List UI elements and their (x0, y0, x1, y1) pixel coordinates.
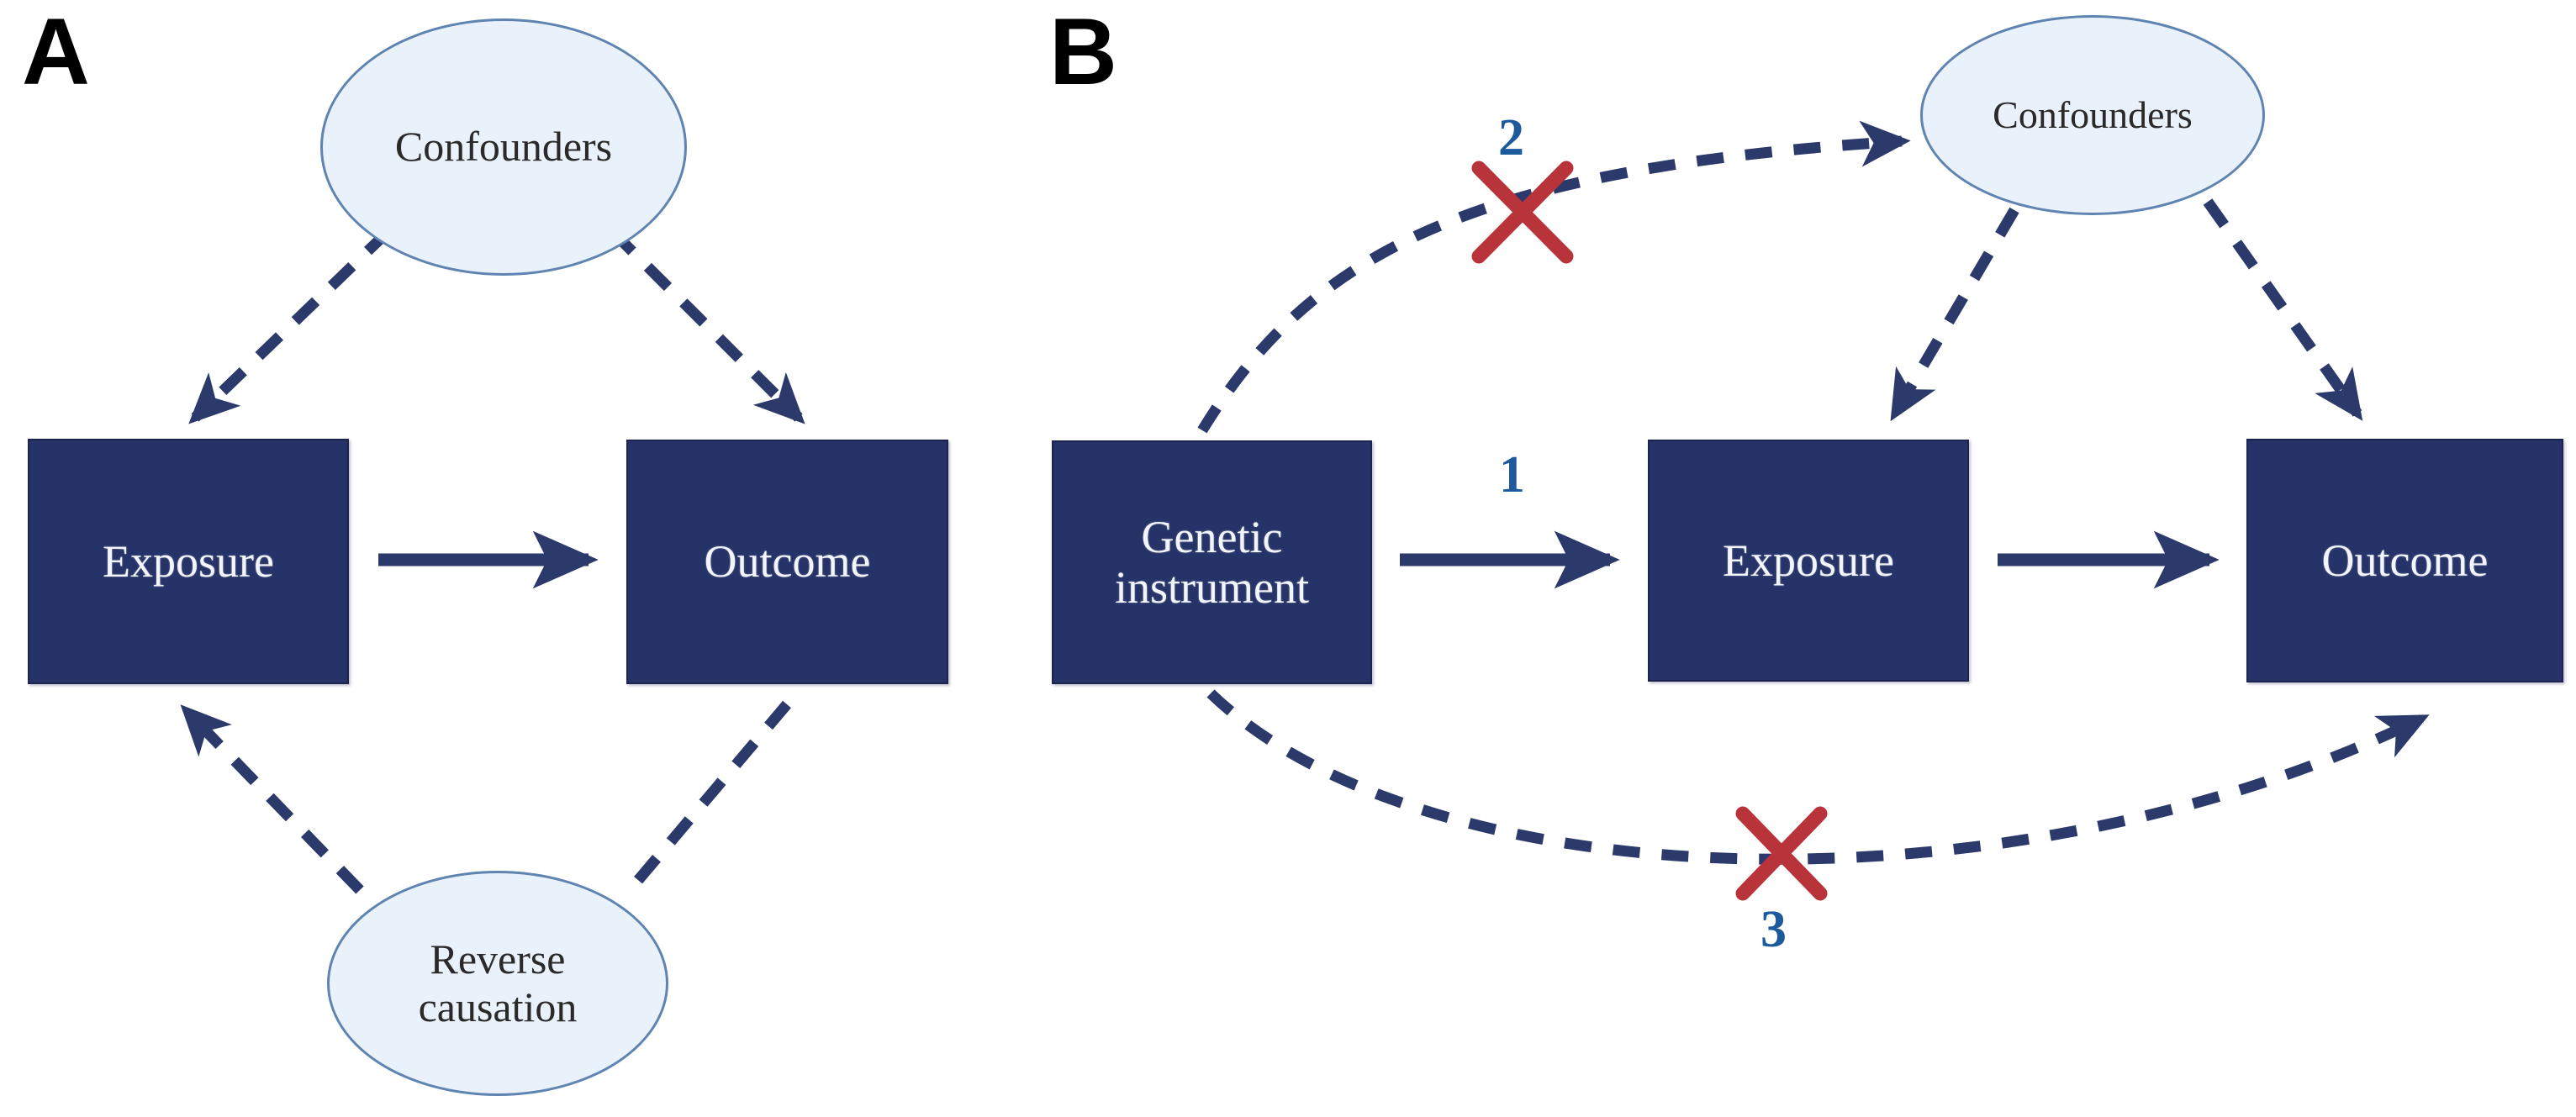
node-confounders-a: Confounders (320, 18, 687, 276)
assumption-number-3: 3 (1760, 901, 1787, 958)
panel-b-letter: B (1049, 0, 1117, 104)
edge-b-confounders-to-outcome (2203, 198, 2363, 421)
assumption-number-1: 1 (1499, 446, 1525, 503)
edge-a-confounders-to-outcome (608, 227, 805, 424)
blocked-cross-3-icon (1735, 806, 1828, 901)
edge-b-instrument-to-confounders (1197, 120, 1911, 434)
blocked-cross-2-icon (1471, 161, 1574, 264)
edge-a-reverse-to-exposure (180, 704, 364, 894)
edge-b-confounders-to-exposure (1890, 207, 2019, 422)
node-exposure-a: Exposure (28, 439, 349, 684)
edge-a-confounders-to-exposure (188, 227, 393, 424)
node-exposure-b: Exposure (1648, 440, 1969, 682)
edge-a-outcome-to-reverse (631, 700, 791, 888)
node-reverse-causation-a: Reverse causation (327, 871, 668, 1096)
node-outcome-b: Outcome (2246, 439, 2563, 682)
edge-b-instrument-to-outcome (1206, 689, 2430, 865)
node-confounders-b: Confounders (1920, 15, 2265, 215)
panel-a-letter: A (22, 0, 90, 104)
node-outcome-a: Outcome (626, 440, 948, 684)
assumption-number-2: 2 (1498, 109, 1524, 166)
node-genetic-instrument-b: Genetic instrument (1052, 440, 1372, 684)
